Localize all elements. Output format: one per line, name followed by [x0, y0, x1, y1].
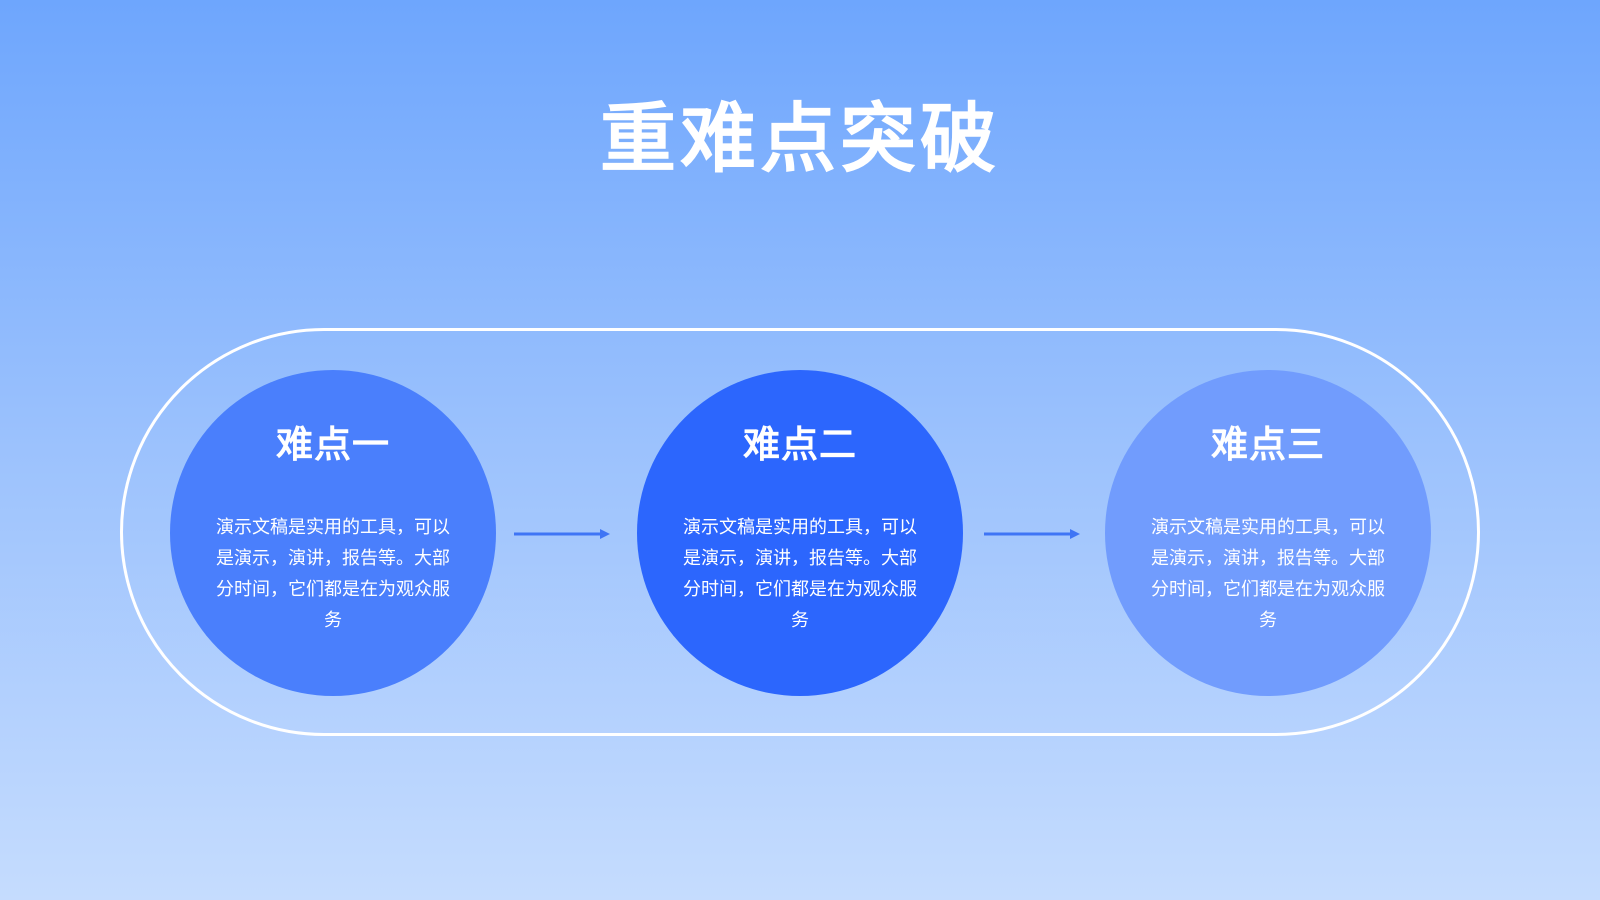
difficulty-description-1: 演示文稿是实用的工具，可以是演示，演讲，报告等。大部分时间，它们都是在为观众服务 [216, 517, 450, 631]
slide-title: 重难点突破 [600, 94, 1000, 183]
difficulty-heading-2: 难点二 [743, 423, 857, 466]
difficulty-circle-1: 难点一 演示文稿是实用的工具，可以是演示，演讲，报告等。大部分时间，它们都是在为… [170, 370, 496, 696]
difficulty-description-3: 演示文稿是实用的工具，可以是演示，演讲，报告等。大部分时间，它们都是在为观众服务 [1151, 517, 1385, 631]
process-track-outline [120, 328, 1480, 736]
difficulty-heading-1: 难点一 [276, 423, 390, 466]
arrow-right-icon-head [600, 529, 610, 539]
arrow-right-icon [984, 529, 1080, 539]
difficulty-circle-3: 难点三 演示文稿是实用的工具，可以是演示，演讲，报告等。大部分时间，它们都是在为… [1105, 370, 1431, 696]
arrow-right-icon [514, 529, 610, 539]
difficulty-description-2: 演示文稿是实用的工具，可以是演示，演讲，报告等。大部分时间，它们都是在为观众服务 [683, 517, 917, 631]
arrow-right-icon-head [1070, 529, 1080, 539]
difficulty-circle-2: 难点二 演示文稿是实用的工具，可以是演示，演讲，报告等。大部分时间，它们都是在为… [637, 370, 963, 696]
difficulty-heading-3: 难点三 [1211, 423, 1325, 466]
